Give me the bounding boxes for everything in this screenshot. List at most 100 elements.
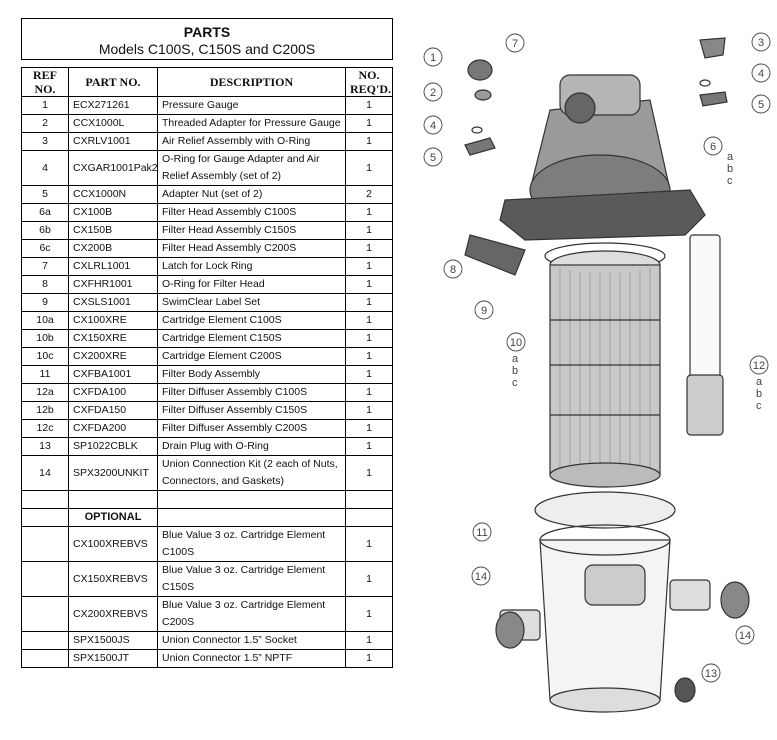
optional-label: OPTIONAL [68,508,158,527]
description-cell: Union Connector 1.5” Socket [157,631,346,650]
part-number-cell: CX150B [68,221,158,240]
description-cell: Blue Value 3 oz. Cartridge Element C150S [157,561,346,597]
ref-cell: 12a [21,383,69,402]
callout-12: 12 [753,360,765,372]
ref-cell: 10a [21,311,69,330]
col-ref: REF NO. [21,67,69,97]
description-cell: Filter Diffuser Assembly C200S [157,419,346,438]
callout-11: 11 [476,527,487,539]
ref-cell: 12c [21,419,69,438]
description-cell: Latch for Lock Ring [157,257,346,276]
qty-cell: 1 [345,365,393,384]
qty-cell: 1 [345,96,393,115]
description-cell: Blue Value 3 oz. Cartridge Element C100S [157,526,346,562]
ref-cell: 10c [21,347,69,366]
part-number-cell: CX150XRE [68,329,158,348]
callout-6-b: b [727,163,733,175]
qty-cell: 1 [345,401,393,420]
part-number-cell: CXFHR1001 [68,275,158,294]
parts-title: PARTS [183,24,231,40]
part-number-cell: CX100B [68,203,158,222]
description-cell: Adapter Nut (set of 2) [157,185,346,204]
part-number-cell: CXGAR1001Pak2 [68,150,158,186]
col-qty: NO. REQ'D. [345,67,393,97]
description-cell: Pressure Gauge [157,96,346,115]
description-cell: Blue Value 3 oz. Cartridge Element C200S [157,596,346,632]
description-cell: O-Ring for Gauge Adapter and Air Relief … [157,150,346,186]
description-cell: Union Connection Kit (2 each of Nuts, Co… [157,455,346,491]
qty-cell: 1 [345,526,393,562]
part-number-cell: SPX3200UNKIT [68,455,158,491]
callout-5-left: 5 [430,152,436,164]
callout-14-left: 14 [475,571,487,583]
ref-cell [21,649,69,668]
blank-cell [21,508,69,527]
table-row-blank [21,490,393,509]
part-number-cell: CX150XREBVS [68,561,158,597]
callout-10: 10 [510,337,522,349]
callout-12-c: c [756,400,762,412]
qty-cell: 1 [345,132,393,151]
part-number-cell: CXFDA200 [68,419,158,438]
part-number-cell: SPX1500JT [68,649,158,668]
callout-2: 2 [430,87,436,99]
description-cell: Filter Body Assembly [157,365,346,384]
callout-5-right: 5 [758,99,764,111]
callout-6: 6 [710,141,716,153]
callout-10-b: b [512,365,518,377]
col-description: DESCRIPTION [157,67,346,97]
part-number-cell: CX200XREBVS [68,596,158,632]
callout-14-right: 14 [739,630,751,642]
part-number-cell: CXFDA150 [68,401,158,420]
ref-cell: 2 [21,114,69,133]
ref-cell: 6a [21,203,69,222]
description-cell: Threaded Adapter for Pressure Gauge [157,114,346,133]
callout-8: 9 [481,305,487,317]
qty-cell: 1 [345,347,393,366]
qty-cell: 1 [345,455,393,491]
qty-cell: 1 [345,293,393,312]
description-cell: Union Connector 1.5” NPTF [157,649,346,668]
description-cell: O-Ring for Filter Head [157,275,346,294]
ref-cell: 6c [21,239,69,258]
part-number-cell: CX200XRE [68,347,158,366]
qty-cell: 1 [345,239,393,258]
ref-cell: 6b [21,221,69,240]
description-cell: Filter Diffuser Assembly C100S [157,383,346,402]
qty-cell: 1 [345,383,393,402]
parts-panel: PARTS Models C100S, C150S and C200S REF … [21,18,393,668]
callout-6-c: c [727,175,733,187]
blank-cell [345,508,393,527]
ref-cell: 3 [21,132,69,151]
ref-cell [21,631,69,650]
description-cell: SwimClear Label Set [157,293,346,312]
qty-cell: 2 [345,185,393,204]
ref-cell: 7 [21,257,69,276]
qty-cell: 1 [345,150,393,186]
callout-6-a: a [727,151,734,163]
blank-cell [345,490,393,509]
qty-cell: 1 [345,437,393,456]
part-number-cell: CXSLS1001 [68,293,158,312]
qty-cell: 1 [345,561,393,597]
part-number-cell: CXFDA100 [68,383,158,402]
part-number-cell: CX200B [68,239,158,258]
part-number-cell: CXLRL1001 [68,257,158,276]
